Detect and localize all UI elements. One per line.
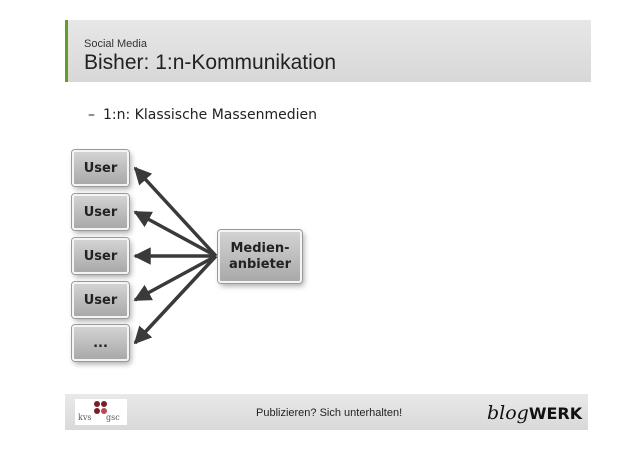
logo-dots-icon	[94, 401, 107, 414]
user-node-1: User	[72, 150, 129, 186]
footer-tagline: Publizieren? Sich unterhalten!	[256, 407, 403, 419]
kvs-gsc-logo: kvs gsc	[75, 399, 127, 425]
brand-part-blog: blog	[487, 402, 529, 424]
section-kicker: Social Media	[84, 38, 147, 50]
bullet-text: 1:n: Klassische Massenmedien	[103, 107, 317, 123]
media-provider-node: Medien- anbieter	[218, 230, 302, 283]
header-bar: Social Media Bisher: 1:n-Kommunikation	[65, 20, 591, 82]
more-users-node: ...	[72, 325, 129, 361]
arrow-to-more	[133, 254, 218, 345]
arrow-to-user-2	[133, 210, 217, 258]
bullet-marker: –	[88, 107, 95, 123]
slide-title: Bisher: 1:n-Kommunikation	[84, 51, 337, 74]
footer-bar: kvs gsc Publizieren? Sich unterhalten! b…	[65, 394, 588, 430]
user-node-4: User	[72, 282, 129, 318]
user-node-3: User	[72, 238, 129, 274]
logo-text-right: gsc	[106, 413, 120, 422]
logo-text-left: kvs	[78, 413, 92, 422]
brand-part-werk: WERK	[528, 404, 583, 423]
user-node-2: User	[72, 194, 129, 230]
blogwerk-logo: blogWERK	[487, 402, 582, 424]
bullet-point: –1:n: Klassische Massenmedien	[88, 107, 317, 123]
arrow-to-user-4	[133, 254, 217, 302]
arrow-to-user-1	[133, 166, 218, 258]
arrows-layer	[133, 166, 218, 345]
diagram: User User User User ... Medien- anbieter	[60, 135, 320, 375]
